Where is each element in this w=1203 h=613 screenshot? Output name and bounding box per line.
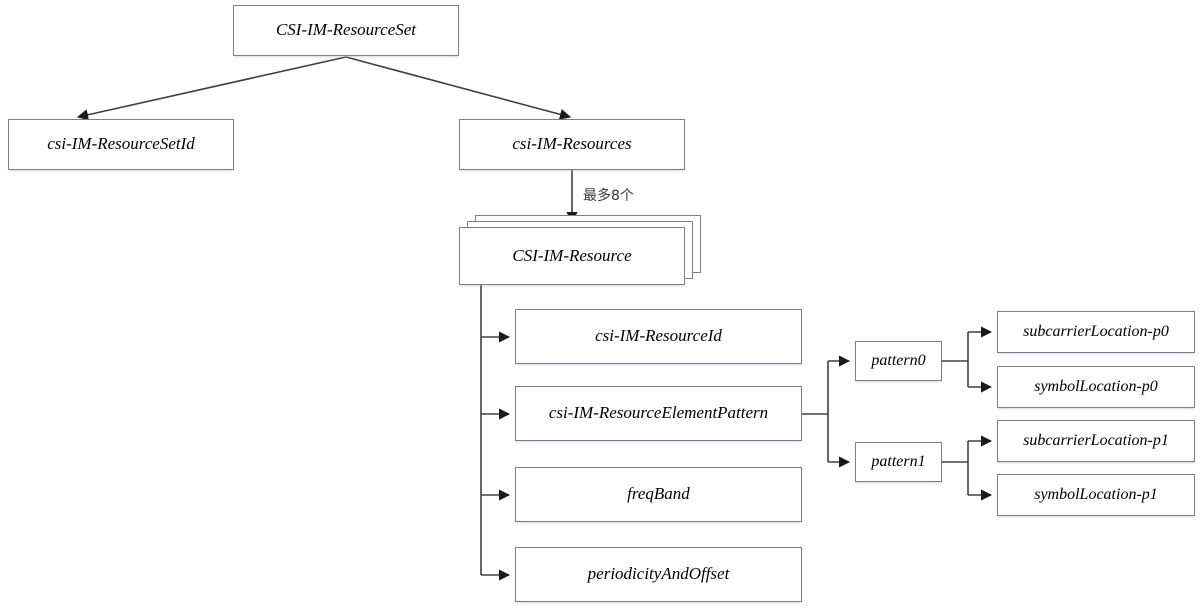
node-symbollocation-p1[interactable]: symbolLocation-p1 [997, 474, 1195, 516]
node-csi-im-resourceid[interactable]: csi-IM-ResourceId [515, 309, 802, 364]
edge-resourceset-to-resources [345, 56, 572, 120]
node-label: csi-IM-ResourceElementPattern [548, 403, 769, 423]
node-csi-im-resources[interactable]: csi-IM-Resources [459, 119, 685, 170]
node-label: csi-IM-Resources [512, 134, 632, 154]
node-label: periodicityAndOffset [587, 564, 730, 584]
node-symbollocation-p0[interactable]: symbolLocation-p0 [997, 366, 1195, 408]
node-label: symbolLocation-p1 [1034, 486, 1158, 504]
node-label: pattern1 [871, 453, 926, 471]
node-label: symbolLocation-p0 [1034, 378, 1158, 396]
node-csi-im-resourceset[interactable]: CSI-IM-ResourceSet [233, 5, 459, 56]
node-label: freqBand [627, 484, 690, 504]
node-pattern0[interactable]: pattern0 [855, 341, 942, 381]
node-csi-im-resourcesetid[interactable]: csi-IM-ResourceSetId [8, 119, 234, 170]
node-pattern1[interactable]: pattern1 [855, 442, 942, 482]
node-label: csi-IM-ResourceId [595, 326, 722, 346]
node-label: subcarrierLocation-p0 [1023, 323, 1169, 341]
node-subcarrierlocation-p1[interactable]: subcarrierLocation-p1 [997, 420, 1195, 462]
node-label: CSI-IM-Resource [512, 245, 632, 265]
node-label: csi-IM-ResourceSetId [47, 134, 195, 154]
node-label: CSI-IM-ResourceSet [275, 20, 417, 40]
node-subcarrierlocation-p0[interactable]: subcarrierLocation-p0 [997, 311, 1195, 353]
node-csi-im-resourceelementpattern[interactable]: csi-IM-ResourceElementPattern [515, 386, 802, 441]
node-csi-im-resource[interactable]: CSI-IM-Resource [459, 227, 685, 285]
edge-resourceset-to-resourcesetid [76, 56, 347, 121]
node-label: subcarrierLocation-p1 [1023, 432, 1169, 450]
annotation-max-eight: 最多8个 [583, 188, 634, 204]
node-periodicityandoffset[interactable]: periodicityAndOffset [515, 547, 802, 602]
node-label: pattern0 [871, 352, 926, 370]
node-freqband[interactable]: freqBand [515, 467, 802, 522]
